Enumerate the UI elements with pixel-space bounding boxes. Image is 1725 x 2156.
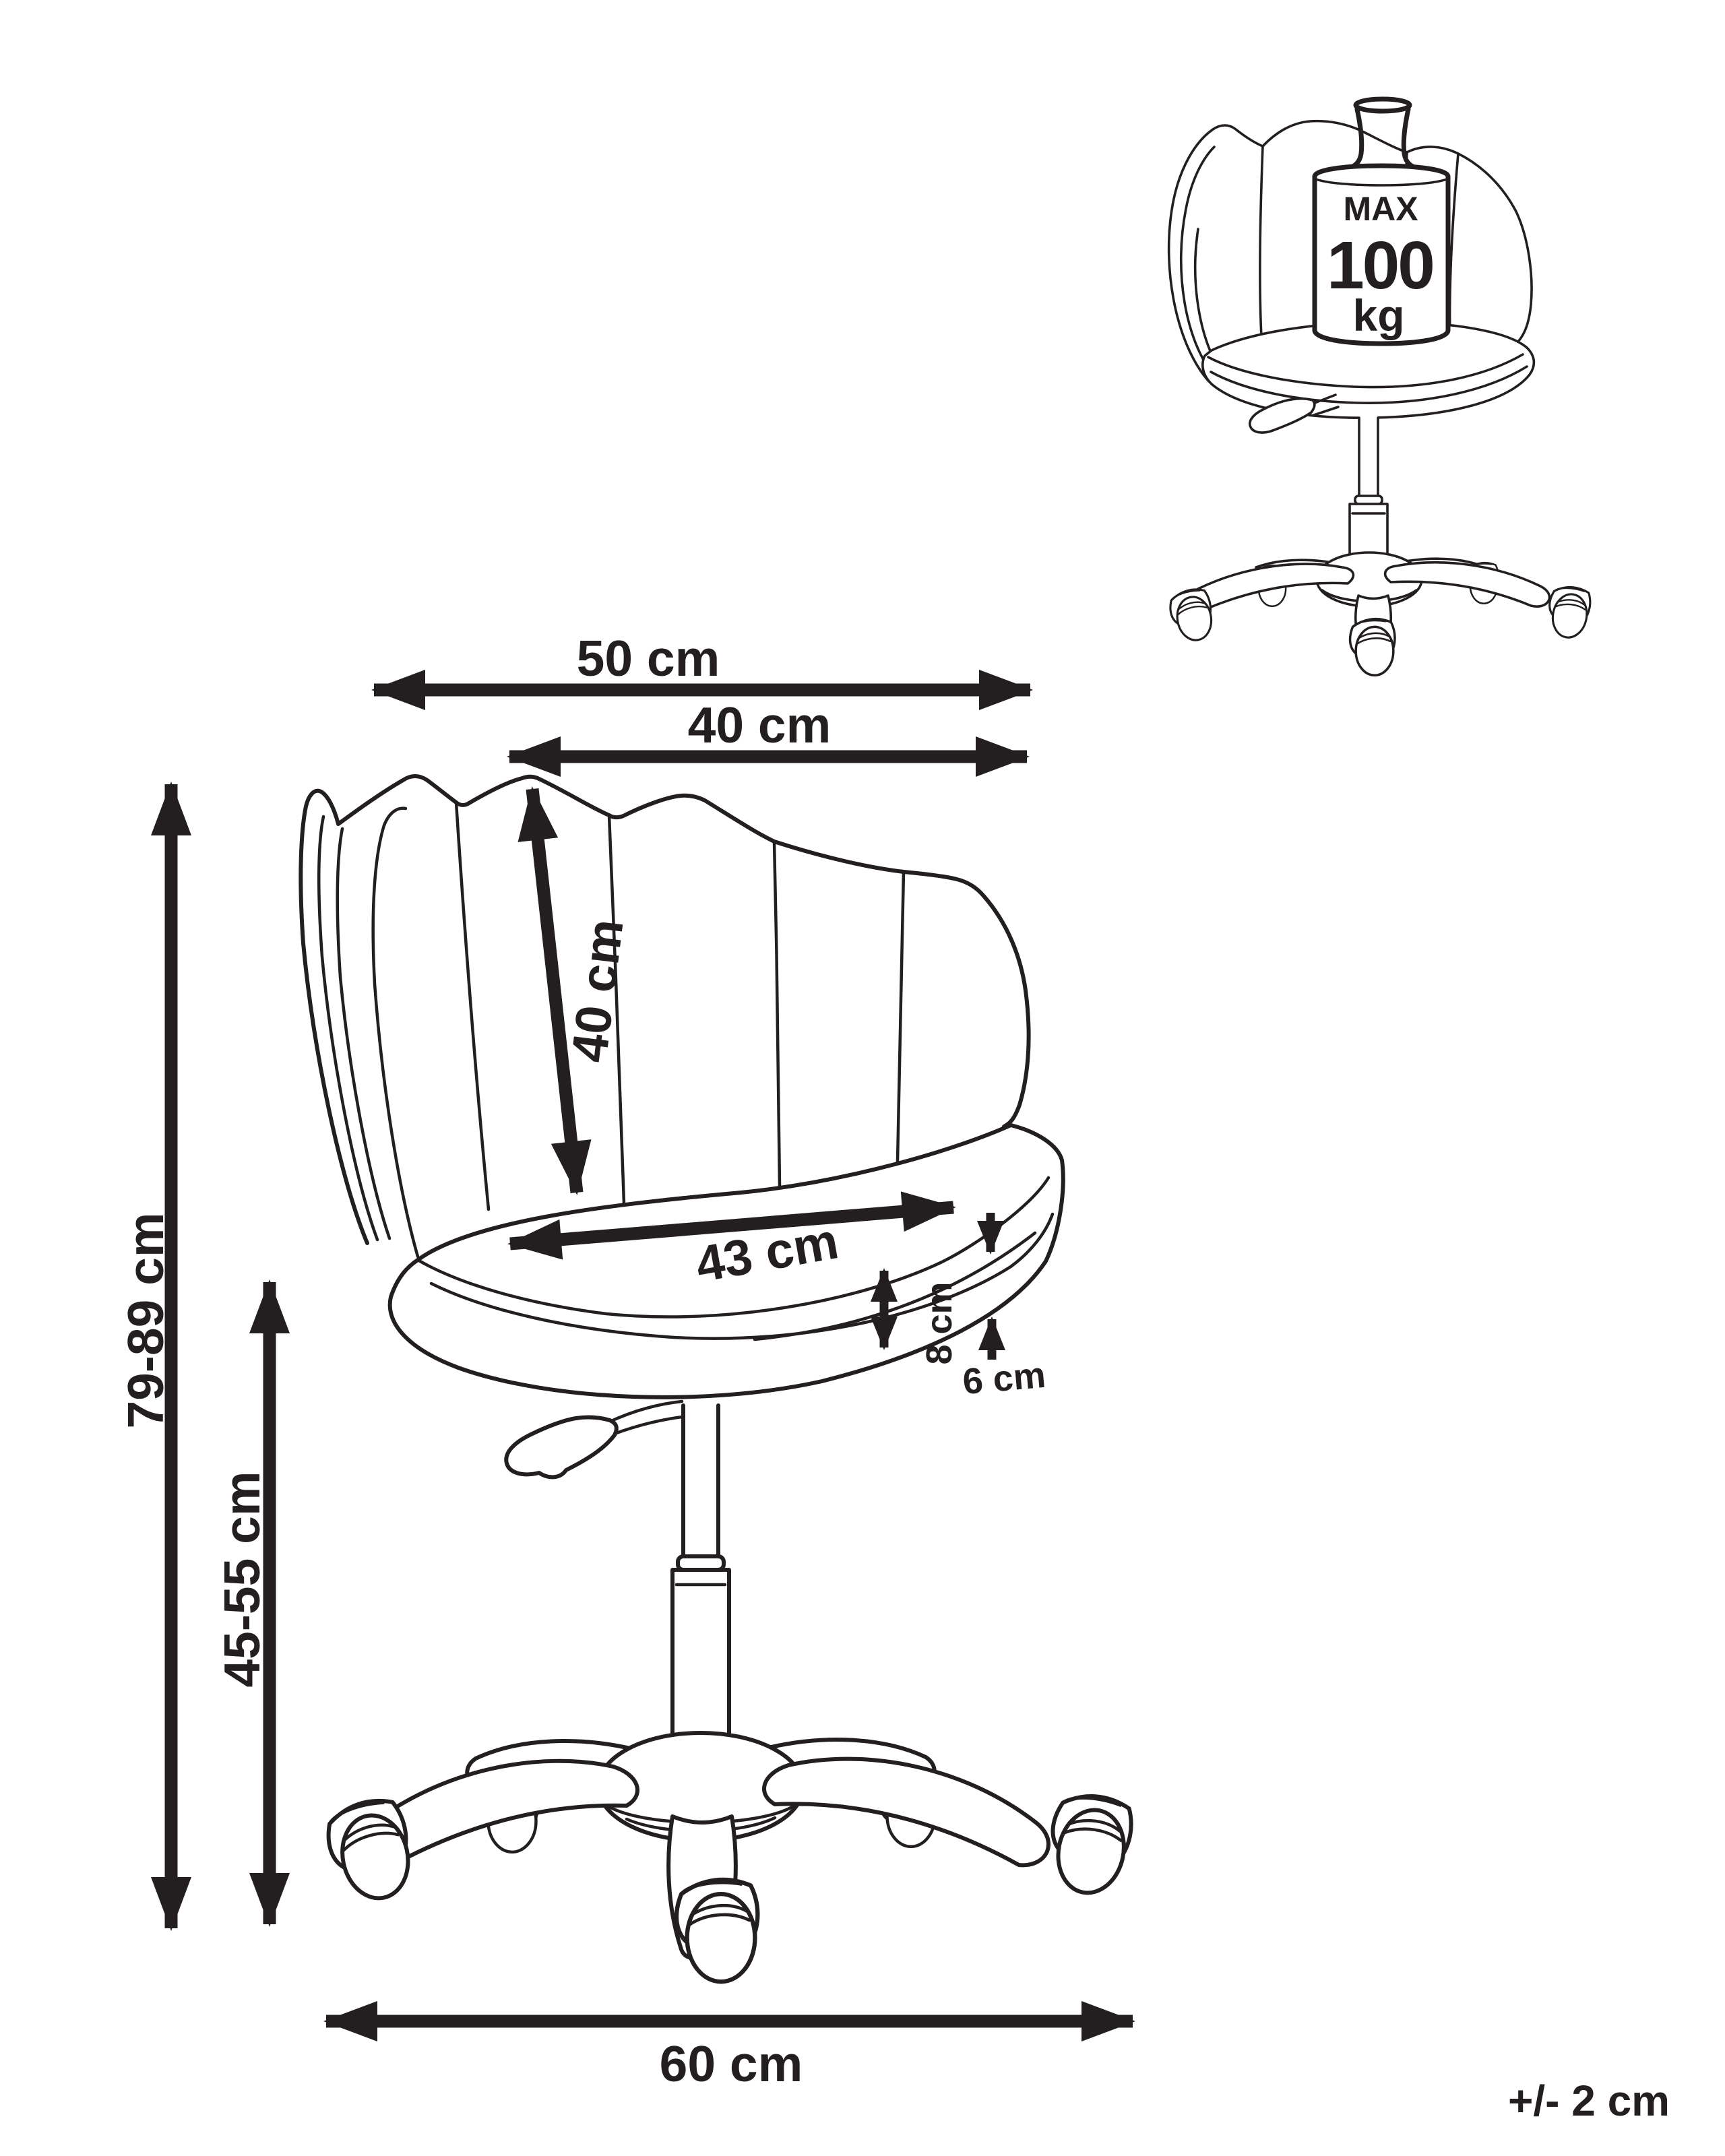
- label-seat-thickness: 8 cm: [919, 1281, 960, 1364]
- max-load-prefix: MAX: [1343, 190, 1418, 228]
- caster-front: [677, 1880, 757, 1981]
- backrest-rim-line: [336, 827, 391, 1240]
- mini-backrest-seam: [1259, 145, 1264, 338]
- lever-handle: [504, 1415, 619, 1480]
- backrest-inner-edge: [371, 806, 420, 1259]
- label-seat-height: 45-55 cm: [214, 1471, 270, 1687]
- mini-backrest-rim-line: [1179, 146, 1216, 377]
- backrest-seam: [607, 813, 626, 1205]
- mini-seat-piping: [1210, 365, 1528, 404]
- backrest-rim-line: [317, 815, 379, 1242]
- mini-base: [1166, 551, 1594, 677]
- seat-piping: [753, 1231, 1037, 1341]
- dimension-back-width: 50 cm: [371, 630, 1033, 710]
- label-backrest-height: 40 cm: [560, 916, 633, 1065]
- mini-chair-seat: [1201, 321, 1536, 419]
- dimension-seat-thickness: 8 cm: [871, 1213, 1004, 1365]
- label-base-width: 60 cm: [660, 2035, 803, 2092]
- mini-chair-drawing: MAX 100 kg: [1166, 96, 1594, 677]
- gas-lift-lever: [504, 1399, 689, 1480]
- weight-cap: [1353, 96, 1412, 114]
- backrest-seam: [896, 870, 906, 1164]
- dimension-seat-height: 45-55 cm: [214, 1279, 290, 1927]
- mini-gas-lift-lever: [1249, 393, 1340, 434]
- weight-body: [1312, 163, 1451, 346]
- mini-caster-front: [1348, 617, 1396, 677]
- dimension-base-width: 60 cm: [323, 2001, 1135, 2092]
- caster-right: [1041, 1788, 1137, 1899]
- mini-seat-front-edge: [1207, 353, 1524, 389]
- max-load-value: 100: [1327, 228, 1433, 303]
- dimension-backrest-height: 40 cm: [518, 786, 634, 1195]
- mini-caster-right: [1543, 582, 1594, 642]
- backrest-seam: [454, 800, 491, 1211]
- dimension-seat-front-edge: 6 cm: [961, 1317, 1047, 1403]
- dimension-backrest-inner-width: 40 cm: [507, 697, 1030, 777]
- mini-gas-lift-column: [1348, 416, 1389, 569]
- cylinder-body: [670, 1568, 731, 1761]
- weight-neck: [1401, 106, 1422, 172]
- mini-backrest-seam: [1448, 152, 1460, 338]
- backrest-seam: [772, 839, 782, 1188]
- tolerance-note: +/- 2 cm: [1508, 2076, 1670, 2125]
- label-overall-height: 79-89 cm: [117, 1212, 174, 1428]
- max-load-unit: kg: [1352, 290, 1404, 340]
- gas-lift-column: [670, 1403, 731, 1761]
- max-load-weight: MAX 100 kg: [1312, 96, 1451, 346]
- label-backrest-inner-width: 40 cm: [688, 697, 832, 753]
- arrow-backrest-height: [518, 786, 592, 1195]
- weight-neck: [1344, 106, 1365, 172]
- label-seat-front-edge: 6 cm: [961, 1355, 1047, 1403]
- dimension-overall-height: 79-89 cm: [117, 782, 191, 1931]
- arrow-seat-width: [507, 1191, 956, 1260]
- label-back-width: 50 cm: [577, 630, 720, 687]
